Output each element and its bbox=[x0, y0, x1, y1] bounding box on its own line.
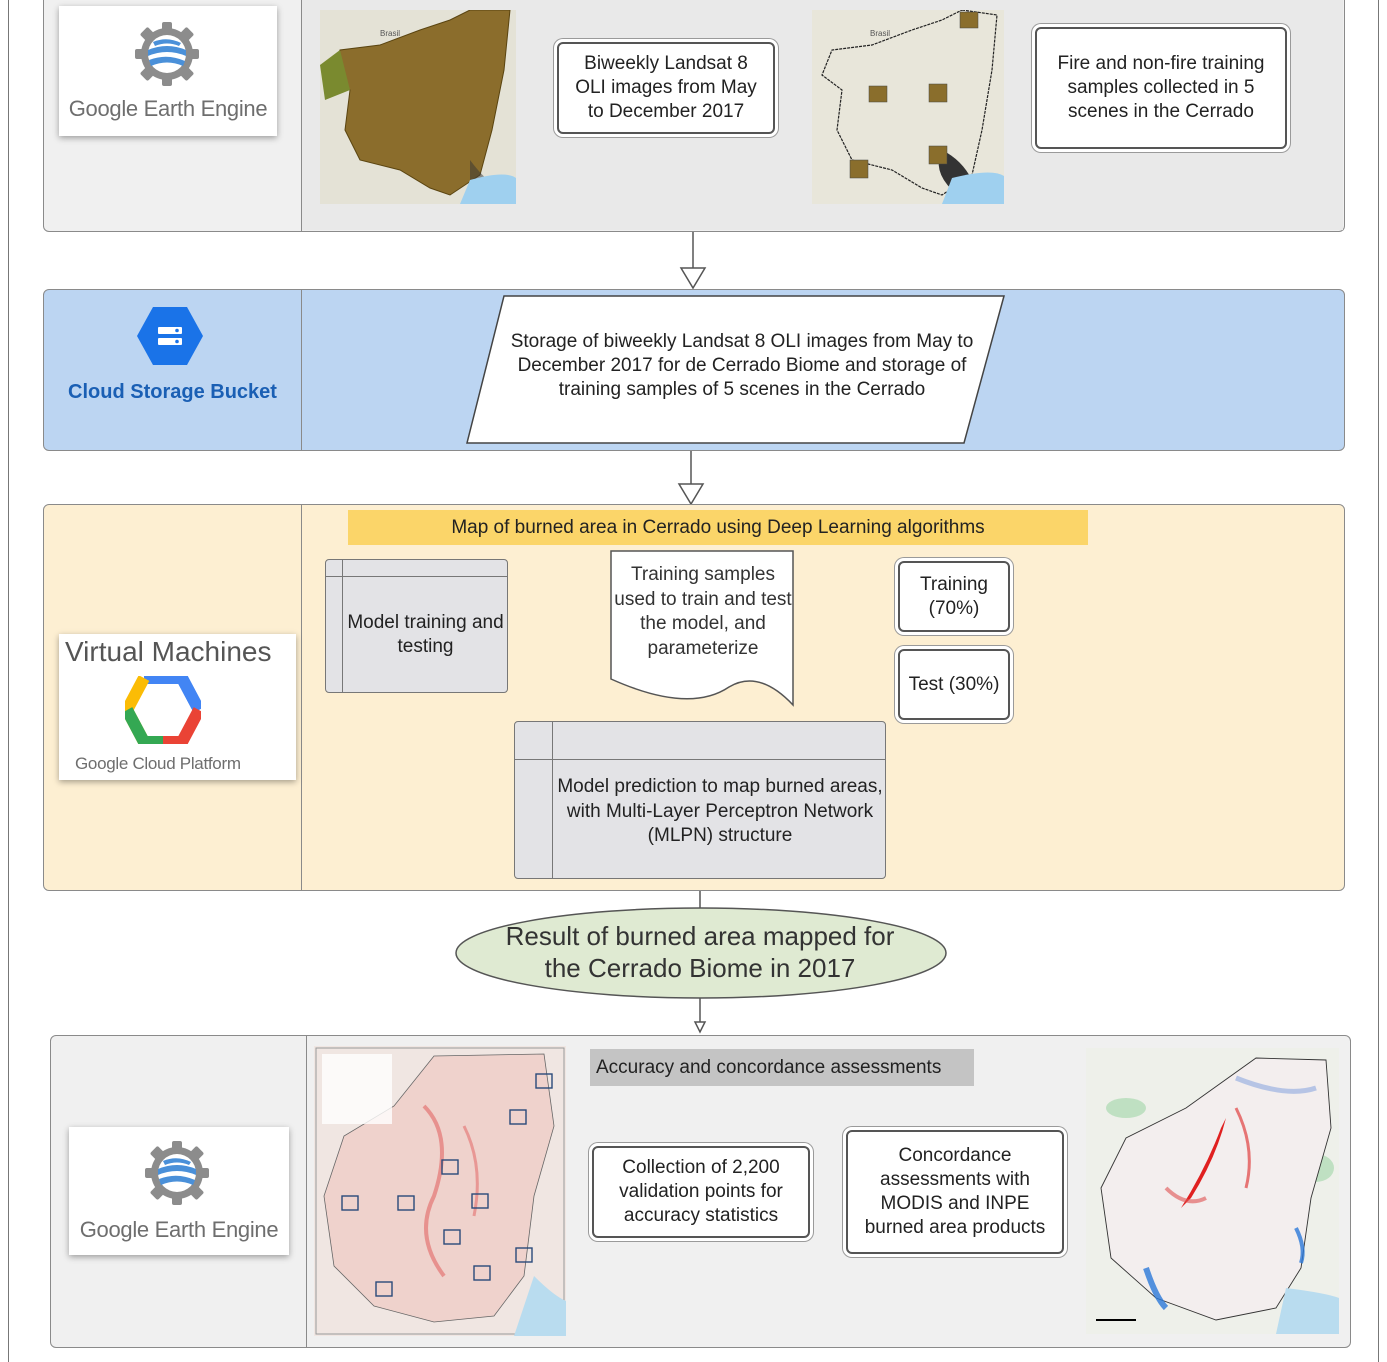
storage-parallelogram-shape bbox=[466, 295, 1005, 444]
training-samples-collected-box: Fire and non-fire training samples colle… bbox=[1035, 27, 1287, 149]
result-ellipse-shape bbox=[455, 907, 947, 999]
earth-engine-globe-icon bbox=[145, 1141, 209, 1205]
training-scenes-map: Brasil bbox=[812, 10, 1004, 204]
accuracy-assessments-banner: Accuracy and concordance assessments bbox=[590, 1049, 974, 1086]
landsat-images-box: Biweekly Landsat 8 OLI images from May t… bbox=[557, 42, 775, 134]
earth-engine-logo-card-bottom: Google Earth Engine bbox=[69, 1127, 289, 1255]
process-side-line bbox=[552, 722, 553, 878]
lane-divider bbox=[301, 290, 302, 450]
model-prediction-text: Model prediction to map burned areas, wi… bbox=[557, 776, 883, 847]
earth-engine-logo-text-bottom: Google Earth Engine bbox=[79, 1217, 279, 1242]
brazil-landsat-map: Brasil bbox=[320, 10, 516, 204]
earth-engine-logo-card: Google Earth Engine bbox=[59, 6, 277, 136]
concordance-box: Concordance assessments with MODIS and I… bbox=[846, 1130, 1064, 1254]
map-label-brasil-1: Brasil bbox=[380, 29, 400, 38]
google-cloud-platform-text: Google Cloud Platform bbox=[75, 754, 241, 773]
map-label-brasil-2: Brasil bbox=[870, 29, 890, 38]
page-frame-left bbox=[8, 0, 9, 1362]
training-samples-document-shape bbox=[610, 550, 794, 707]
earth-engine-logo-text: Google Earth Engine bbox=[68, 96, 268, 121]
concordance-map bbox=[1086, 1048, 1339, 1334]
test-split-box: Test (30%) bbox=[898, 649, 1010, 720]
cloud-storage-hexagon-icon bbox=[137, 307, 203, 365]
validation-points-box: Collection of 2,200 validation points fo… bbox=[592, 1146, 810, 1238]
validation-points-map bbox=[314, 1046, 566, 1336]
storage-description-text: Storage of biweekly Landsat 8 OLI images… bbox=[510, 331, 974, 400]
earth-engine-globe-icon bbox=[135, 22, 199, 86]
page-frame-right bbox=[1378, 0, 1379, 1362]
lane-divider bbox=[306, 1036, 307, 1347]
process-side-line bbox=[342, 560, 343, 692]
cloud-storage-title: Cloud Storage Bucket bbox=[68, 380, 277, 403]
google-cloud-hexagon-icon bbox=[125, 676, 201, 744]
result-text: Result of burned area mapped for the Cer… bbox=[505, 921, 895, 983]
model-training-text: Model training and testing bbox=[347, 612, 504, 657]
process-header-line bbox=[515, 759, 885, 760]
virtual-machines-title: Virtual Machines bbox=[65, 636, 272, 667]
lane-divider bbox=[301, 505, 302, 890]
deep-learning-banner: Map of burned area in Cerrado using Deep… bbox=[348, 510, 1088, 545]
lane-divider bbox=[301, 0, 302, 231]
google-cloud-platform-card: Virtual Machines Google Cloud Platform bbox=[59, 634, 296, 780]
training-samples-text: Training samples used to train and test … bbox=[614, 564, 792, 659]
process-header-line bbox=[326, 576, 507, 577]
model-training-box: Model training and testing bbox=[325, 559, 508, 693]
model-prediction-box: Model prediction to map burned areas, wi… bbox=[514, 721, 886, 879]
training-split-box: Training (70%) bbox=[898, 561, 1010, 632]
